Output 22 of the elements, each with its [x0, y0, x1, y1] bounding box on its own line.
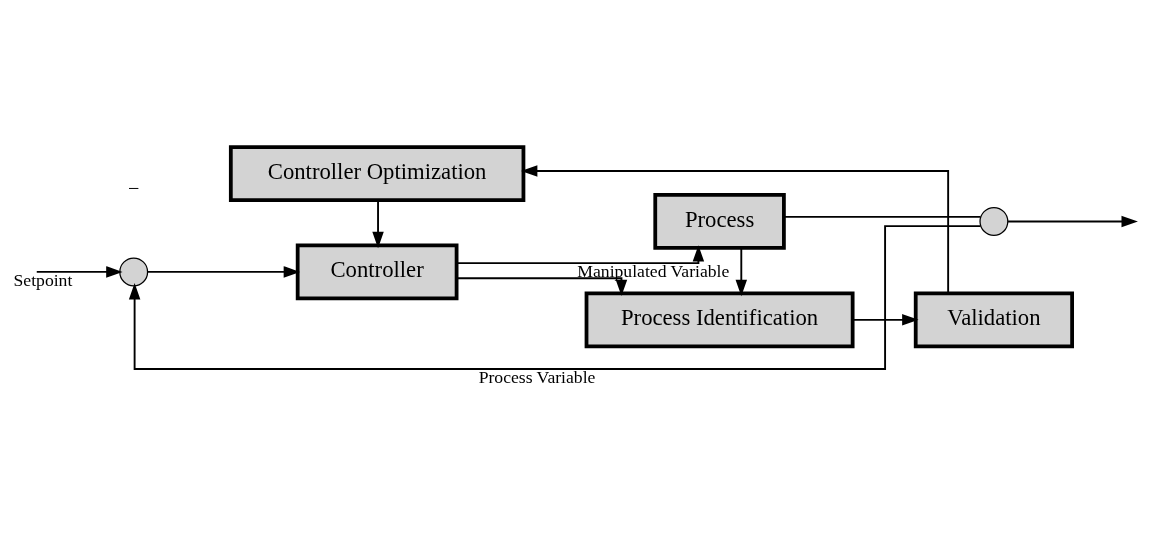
label: − [128, 176, 140, 199]
arrow [372, 199, 384, 249]
arrow [146, 266, 301, 278]
arrow [456, 245, 705, 265]
edge-label: Process Variable [478, 367, 596, 388]
arrow [735, 247, 748, 297]
arrow [851, 314, 919, 326]
node-box: Controller Optimization [228, 145, 526, 202]
arrow [1007, 215, 1138, 228]
node-box: Process [653, 193, 786, 250]
edge-label: Setpoint [13, 270, 73, 291]
node-box: Validation [913, 291, 1074, 349]
node-circle [119, 257, 149, 287]
arrow [35, 266, 123, 278]
node-box: Controller [295, 243, 459, 301]
node-circle [979, 206, 1009, 236]
arrow [455, 277, 628, 297]
arrow [520, 165, 950, 295]
arrow [128, 225, 982, 370]
edge-label: Manipulated Variable [577, 261, 730, 282]
node-box: Process Identification [584, 291, 855, 349]
connector [783, 215, 982, 218]
